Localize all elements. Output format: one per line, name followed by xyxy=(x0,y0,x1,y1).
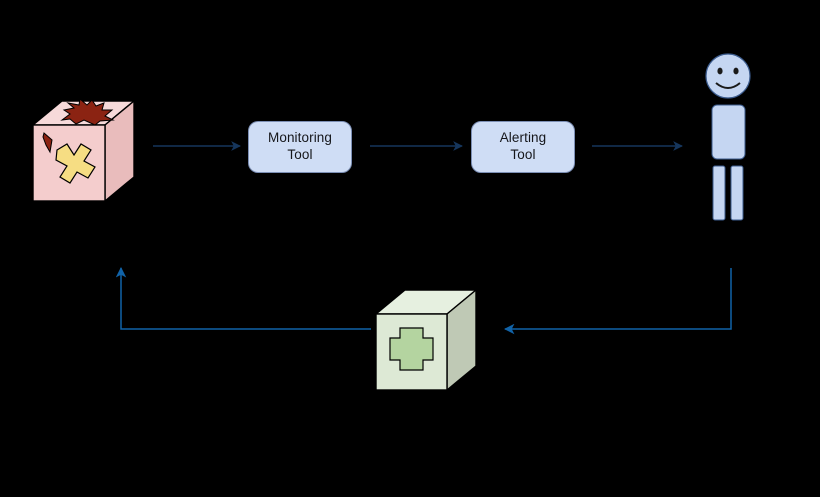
alerting-tool-node[interactable]: Alerting Tool xyxy=(471,121,575,173)
edge-healthy-server-to-failing-server xyxy=(115,266,371,330)
person-left-eye xyxy=(717,67,723,75)
operator-person[interactable] xyxy=(705,53,751,221)
healthy-server-cube[interactable] xyxy=(374,288,478,392)
person-torso xyxy=(711,104,746,160)
alerting-tool-label-line-1: Alerting xyxy=(499,130,547,146)
person-left-leg xyxy=(712,165,726,221)
health-plus-cross-icon xyxy=(389,327,434,371)
monitoring-tool-label-line-2: Tool xyxy=(287,147,313,162)
alerting-tool-label-line-2: Tool xyxy=(510,147,536,162)
healthy-server-front-face xyxy=(375,313,448,391)
failing-server-cube[interactable] xyxy=(31,98,136,203)
monitoring-tool-label-line-1: Monitoring xyxy=(267,130,333,146)
person-right-leg xyxy=(730,165,744,221)
person-right-eye xyxy=(733,67,739,75)
edge-operator-to-healthy-server xyxy=(503,268,732,335)
crack-shard-icon xyxy=(42,132,53,154)
explosion-burst-icon xyxy=(60,98,115,126)
monitoring-tool-node[interactable]: Monitoring Tool xyxy=(248,121,352,173)
failure-cross-mark-icon xyxy=(55,143,96,184)
person-head xyxy=(705,53,751,99)
person-smile xyxy=(715,82,741,89)
